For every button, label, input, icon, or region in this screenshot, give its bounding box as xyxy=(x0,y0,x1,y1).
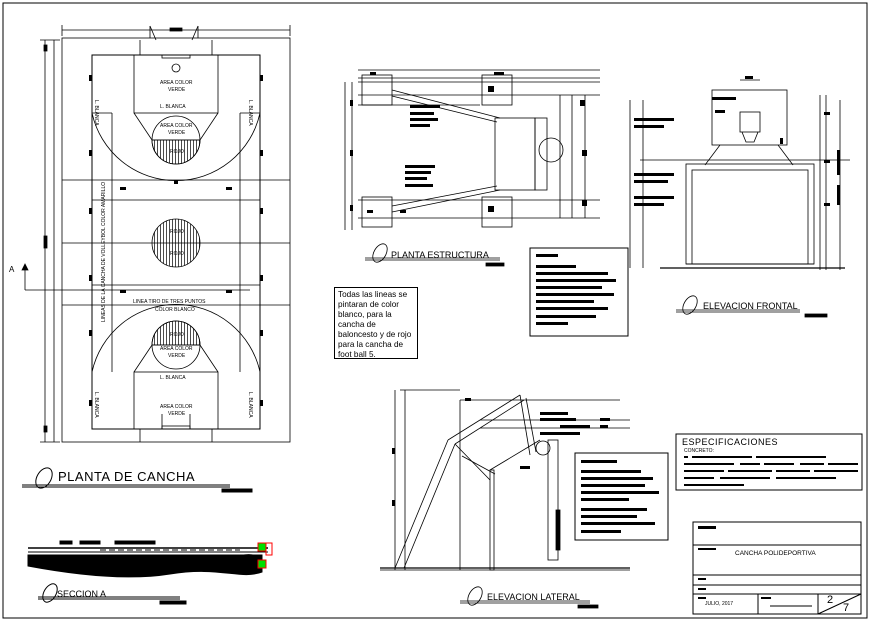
court-label-lblanca-side-tr: L. BLANCA xyxy=(247,100,253,126)
court-plan-title: PLANTA DE CANCHA xyxy=(58,469,196,484)
paint-note: Todas las lineas se pintaran de color bl… xyxy=(334,287,418,359)
court-label-three-point-2: COLOR BLANCO xyxy=(155,307,195,313)
court-label-lblanca-side-br: L. BLANCA xyxy=(247,392,253,418)
front-elevation xyxy=(629,76,850,318)
court-label-lblanca-side-tl: L. BLANCA xyxy=(93,100,99,126)
specifications-box xyxy=(675,433,863,491)
court-label-lblanca-bottom: L. BLANCA xyxy=(160,375,186,381)
court-label-rojo-bottom: ROJO xyxy=(170,332,184,338)
section-a-drawing xyxy=(27,540,273,605)
court-label-area-top-2: VERDE xyxy=(168,87,186,93)
structure-legend-box xyxy=(529,247,629,337)
court-label-volleyball: LINEAS DE LA CANCHA DE VOLLEYBOL COLOR A… xyxy=(101,181,107,322)
court-label-circle-top: AREA COLOR xyxy=(160,123,193,129)
title-block-sheet-number: 2 xyxy=(827,594,834,606)
front-elevation-title: ELEVACION FRONTAL xyxy=(703,301,798,311)
court-label-lblanca-side-bl: L. BLANCA xyxy=(93,392,99,418)
specifications-subtitle: CONCRETO: xyxy=(684,448,714,454)
court-label-circle-bottom-2: VERDE xyxy=(168,353,186,359)
side-legend-box xyxy=(574,452,669,541)
court-label-area-top: AREA COLOR xyxy=(160,80,193,86)
court-label-rojo-center-2: ROJO xyxy=(170,251,184,257)
section-a-title: SECCION A xyxy=(57,589,107,599)
title-block-date: JULIO, 2017 xyxy=(705,601,734,607)
side-elevation-title: ELEVACION LATERAL xyxy=(487,592,580,602)
structure-plan xyxy=(344,69,600,267)
title-block-sheet-total: 7 xyxy=(843,602,850,614)
court-label-circle-top-2: VERDE xyxy=(168,130,186,136)
court-label-three-point: LINEA TIRO DE TRES PUNTOS xyxy=(133,299,206,305)
side-elevation xyxy=(380,389,630,609)
court-label-circle-bottom: AREA COLOR xyxy=(160,346,193,352)
court-label-area-bottom: AREA COLOR xyxy=(160,404,193,410)
court-label-rojo-center: ROJO xyxy=(170,229,184,235)
section-marker-a: A xyxy=(9,265,15,274)
title-block-project: CANCHA POLIDEPORTIVA xyxy=(735,550,816,557)
court-label-area-bottom-2: VERDE xyxy=(168,411,186,417)
court-label-rojo-top: ROJO xyxy=(170,149,184,155)
title-block xyxy=(692,521,862,615)
court-label-lblanca-top: L. BLANCA xyxy=(160,104,186,110)
specifications-title: ESPECIFICACIONES xyxy=(682,437,779,447)
court-plan-title-mark xyxy=(22,467,253,493)
court-plan xyxy=(21,25,291,443)
structure-plan-title: PLANTA ESTRUCTURA xyxy=(391,250,489,260)
